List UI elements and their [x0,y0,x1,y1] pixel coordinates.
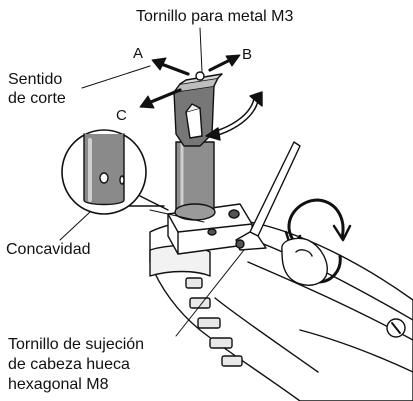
socket-screw-line-2: de cabeza hueca [8,356,130,373]
magnified-inset [61,129,169,215]
socket-screw-line-3: hexagonal M8 [8,376,109,393]
vent-slots [185,277,243,367]
direction-b-label: B [242,46,253,63]
direction-arrows [139,54,241,109]
socket-screw-label: Tornillo de sujeción de cabeza hueca hex… [8,335,144,395]
metal-screw-label: Tornillo para metal M3 [136,8,294,25]
hex-key [235,141,301,251]
cutter-head [173,71,223,147]
cut-direction-line-2: de corte [8,90,66,107]
direction-a-label: A [133,45,144,62]
blade-rotation-arrow-icon [205,91,263,141]
leader-lines [59,27,245,337]
hand-icon [281,237,328,286]
socket-screw-line-1: Tornillo de sujeción [8,336,145,353]
housing-screw [386,318,406,338]
machine-housing [149,218,413,401]
tool-holder-cylinder [174,141,216,221]
direction-c-label: C [116,107,127,124]
cut-direction-label: Sentido de corte [8,70,66,108]
cut-direction-line-1: Sentido [8,71,63,88]
concavity-label: Concavidad [6,241,91,258]
